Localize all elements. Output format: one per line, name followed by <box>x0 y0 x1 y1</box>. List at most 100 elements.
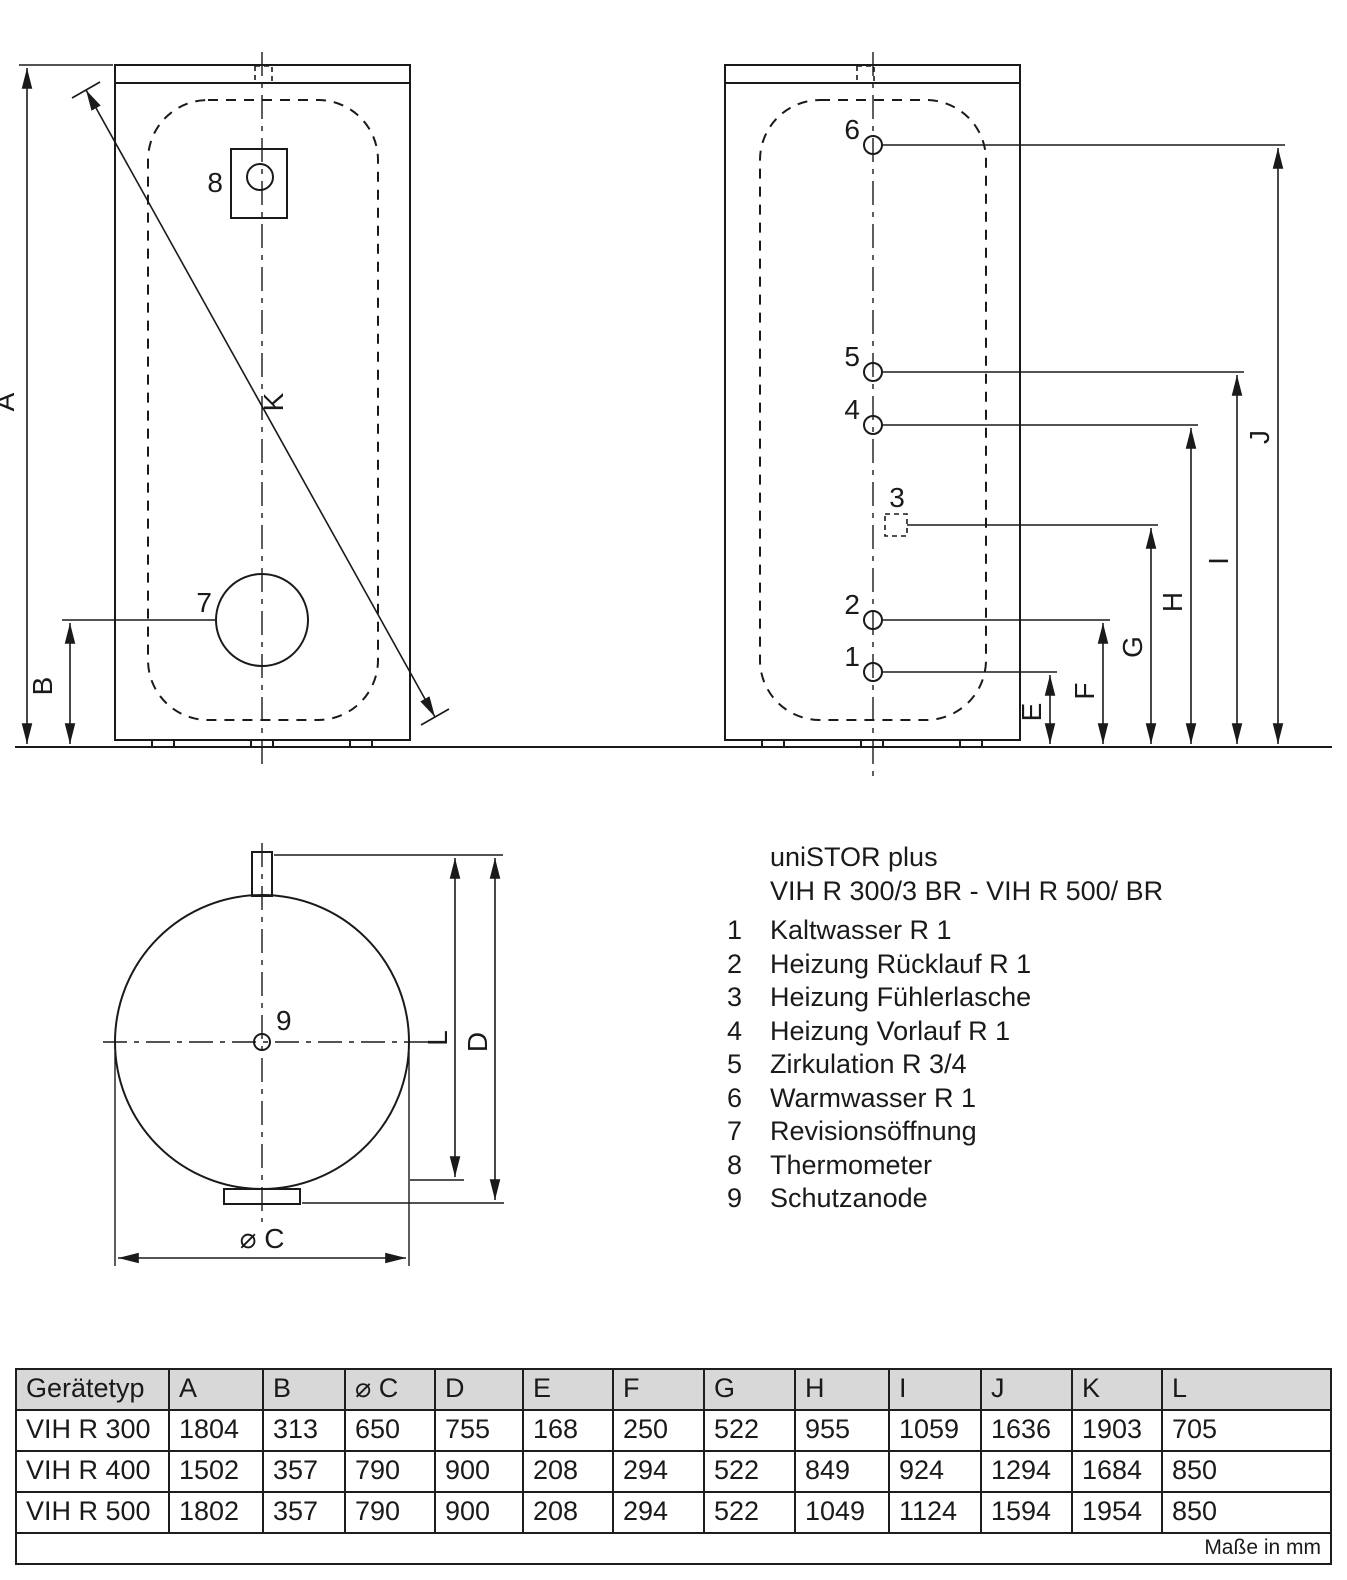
table-cell: 955 <box>794 1409 890 1452</box>
table-header-cell: E <box>522 1368 614 1411</box>
table-header-cell: ⌀ C <box>344 1368 436 1411</box>
legend-item-label: Heizung Rücklauf R 1 <box>770 948 1032 979</box>
dim-f-label: F <box>1069 682 1100 699</box>
storage-tank-drawing: A B K 8 7 <box>0 52 1332 1266</box>
table-header-cell: D <box>434 1368 524 1411</box>
legend-item-2: 2 Heizung Rücklauf R 1 <box>727 948 1163 982</box>
table-header-cell: I <box>888 1368 982 1411</box>
lid-sensor-mark <box>254 65 273 84</box>
legend-item-number: 4 <box>727 1015 743 1046</box>
table-cell: 1124 <box>888 1491 982 1534</box>
table-cell: 1804 <box>168 1409 264 1452</box>
table-header-cell: J <box>980 1368 1073 1411</box>
table-cell: 850 <box>1161 1450 1332 1493</box>
table-cell: 1802 <box>168 1491 264 1534</box>
top-view <box>103 843 504 1266</box>
table-header-cell: Gerätetyp <box>15 1368 170 1411</box>
tank-foot <box>860 739 884 748</box>
thermometer-dial <box>246 163 274 191</box>
dim-j-label: J <box>1244 430 1275 444</box>
anode-label: 9 <box>276 1005 292 1036</box>
legend-title-line2: VIH R 300/3 BR - VIH R 500/ BR <box>770 875 1164 906</box>
table-cell: 522 <box>703 1491 796 1534</box>
dim-tick-k-top <box>71 81 101 99</box>
table-footer-note: Maße in mm <box>15 1532 1332 1565</box>
dim-e-label: E <box>1016 703 1047 722</box>
dim-g-label: G <box>1117 636 1148 658</box>
legend-item-number: 7 <box>727 1116 743 1146</box>
table-cell: 1903 <box>1071 1409 1163 1452</box>
connection-4-label: 4 <box>844 394 860 425</box>
table-cell: 1059 <box>888 1409 982 1452</box>
table-cell: 850 <box>1161 1491 1332 1534</box>
dim-l-label: L <box>422 1030 453 1046</box>
legend-item-5: 5 Zirkulation R 3/4 <box>727 1048 1163 1082</box>
legend-item-number: 1 <box>727 915 743 945</box>
legend-title-line1: uniSTOR plus <box>770 842 938 872</box>
legend-item-number: 9 <box>727 1183 743 1213</box>
legend-item-9: 9 Schutzanode <box>727 1182 1163 1216</box>
table-cell: 208 <box>522 1491 614 1534</box>
legend-item-label: Zirkulation R 3/4 <box>770 1049 967 1079</box>
tank-foot <box>761 739 785 748</box>
legend-item-number: 3 <box>727 982 743 1012</box>
thermometer-label: 8 <box>207 167 223 198</box>
connection-3-fuehlerlasche <box>884 513 908 537</box>
table-row-vih-r-500: VIH R 500 1802 357 790 900 208 294 522 1… <box>15 1491 1332 1534</box>
table-cell: 522 <box>703 1450 796 1493</box>
legend-item-1: 1 Kaltwasser R 1 <box>727 914 1163 948</box>
table-cell: 1294 <box>980 1450 1073 1493</box>
table-row-vih-r-400: VIH R 400 1502 357 790 900 208 294 522 8… <box>15 1450 1332 1493</box>
table-cell: 755 <box>434 1409 524 1452</box>
front-view <box>19 52 450 770</box>
side-view <box>724 52 1285 778</box>
dim-k-label: K <box>258 392 289 411</box>
dim-line-k <box>85 89 436 718</box>
dim-tick-k-bottom <box>420 708 450 726</box>
legend-item-number: 5 <box>727 1049 743 1079</box>
thermometer-box <box>230 148 288 219</box>
table-cell: VIH R 500 <box>15 1491 170 1534</box>
table-cell: 790 <box>344 1450 436 1493</box>
legend-item-label: Warmwasser R 1 <box>770 1082 977 1113</box>
front-view-labels: A B K 8 7 <box>0 167 289 695</box>
table-cell: 1636 <box>980 1409 1073 1452</box>
legend-item-label: Heizung Vorlauf R 1 <box>770 1015 1011 1046</box>
table-cell: 522 <box>703 1409 796 1452</box>
table-header-cell: B <box>262 1368 346 1411</box>
table-cell: 1502 <box>168 1450 264 1493</box>
connection-2-label: 2 <box>844 589 860 620</box>
table-header-cell: G <box>703 1368 796 1411</box>
table-cell: VIH R 400 <box>15 1450 170 1493</box>
legend-item-number: 2 <box>727 948 743 979</box>
legend-item-label: Kaltwasser R 1 <box>770 915 952 945</box>
dim-i-label: I <box>1203 557 1234 565</box>
anode-mark <box>253 1033 271 1051</box>
table-cell: 1684 <box>1071 1450 1163 1493</box>
dim-d-label: D <box>462 1032 493 1052</box>
table-cell: 1594 <box>980 1491 1073 1534</box>
side-view-labels: 6 5 4 3 2 1 E F G H I J <box>844 114 1275 721</box>
legend: uniSTOR plus VIH R 300/3 BR - VIH R 500/… <box>727 841 1163 1216</box>
table-cell: 294 <box>612 1491 705 1534</box>
table-cell: 900 <box>434 1491 524 1534</box>
dimensions-table: Gerätetyp A B ⌀ C D E F G H I J K L VIH … <box>15 1368 1332 1565</box>
table-cell: 924 <box>888 1450 982 1493</box>
dim-c-label: ⌀ C <box>240 1223 285 1254</box>
table-header-cell: H <box>794 1368 890 1411</box>
dim-h-label: H <box>1157 592 1188 612</box>
tank-foot <box>349 739 373 748</box>
table-cell: 357 <box>262 1450 346 1493</box>
tank-foot <box>151 739 175 748</box>
table-header-cell: A <box>168 1368 264 1411</box>
table-cell: 313 <box>262 1409 346 1452</box>
table-cell: 900 <box>434 1450 524 1493</box>
legend-item-label: Schutzanode <box>770 1183 928 1213</box>
table-cell: 1049 <box>794 1491 890 1534</box>
